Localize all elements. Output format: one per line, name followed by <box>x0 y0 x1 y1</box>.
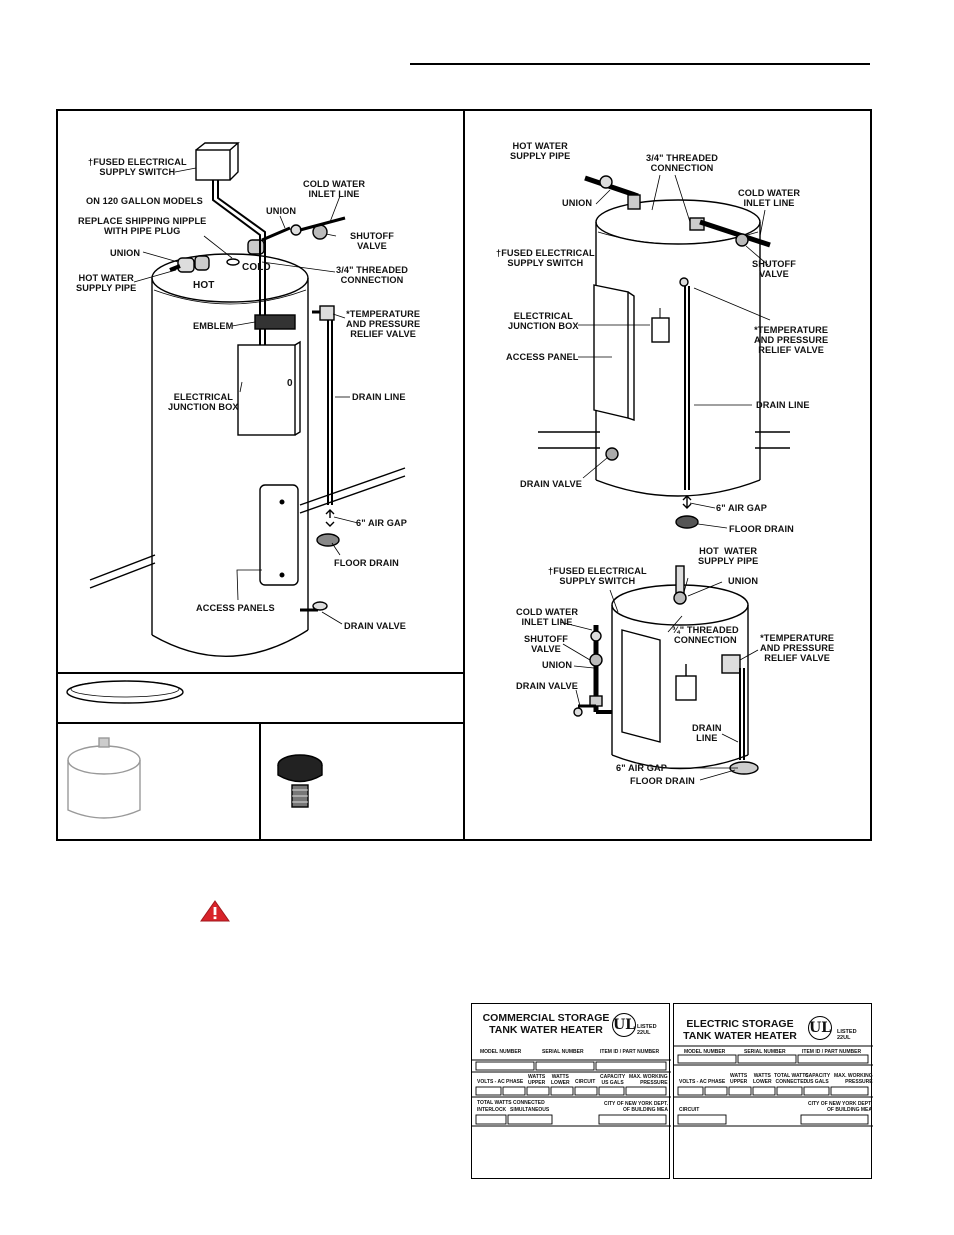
label-hot: HOT <box>193 280 215 291</box>
fig2-label-air-gap: 6" AIR GAP <box>716 503 767 513</box>
plate-circuit: CIRCUIT <box>575 1079 596 1085</box>
label-fused-switch: †FUSED ELECTRICAL SUPPLY SWITCH <box>88 157 187 177</box>
plate2-phase: PHASE <box>708 1079 726 1085</box>
label-zero: 0 <box>287 378 293 389</box>
fig3-label-shutoff: SHUTOFF VALVE <box>524 634 568 654</box>
fig2-label-threaded: 3/4" THREADED CONNECTION <box>646 153 719 173</box>
fig3-label-cold-inlet: COLD WATER INLET LINE <box>516 607 579 627</box>
plate2-capacity: CAPACITY US GALS <box>805 1073 831 1085</box>
plate2-listed: LISTED 22UL <box>837 1029 857 1041</box>
label-120-gallon: ON 120 GALLON MODELS <box>86 196 203 206</box>
fig2-label-fused-switch: †FUSED ELECTRICAL SUPPLY SWITCH <box>496 248 595 268</box>
label-air-gap: 6" AIR GAP <box>356 518 407 528</box>
fig3-label-tp-relief: *TEMPERATURE AND PRESSURE RELIEF VALVE <box>760 633 835 663</box>
label-replace-nipple: REPLACE SHIPPING NIPPLE WITH PIPE PLUG <box>78 216 207 236</box>
plate2-title: ELECTRIC STORAGE TANK WATER HEATER <box>683 1018 797 1042</box>
fig2-label-hot-pipe: HOT WATER SUPPLY PIPE <box>510 141 571 161</box>
drain-pan-drawing <box>66 680 184 704</box>
fig3-label-drain-line: DRAIN LINE <box>692 723 722 743</box>
plate-grid <box>472 1059 671 1127</box>
label-cold-inlet: COLD WATER INLET LINE <box>303 179 366 199</box>
fig1-tank-drawing <box>89 142 406 657</box>
plate-title: COMMERCIAL STORAGE TANK WATER HEATER <box>482 1012 610 1036</box>
plate2-grid <box>674 1045 873 1127</box>
plate-phase: PHASE <box>506 1079 524 1085</box>
fig3-label-threaded: ¾" THREADED CONNECTION <box>672 625 739 645</box>
figure-divider-h1 <box>56 672 465 674</box>
ul-logo-icon: UL <box>808 1016 832 1040</box>
label-access-panels: ACCESS PANELS <box>196 603 275 613</box>
plate2-total-watts: TOTAL WATTS CONNECTED <box>774 1073 809 1085</box>
plate2-serial: SERIAL NUMBER <box>744 1049 786 1055</box>
vacuum-relief-drawing <box>277 754 323 808</box>
plate-listed: LISTED 22UL <box>637 1024 657 1036</box>
fig3-label-union-top: UNION <box>728 576 759 586</box>
plate2-watts-upper: WATTS UPPER <box>730 1073 748 1085</box>
label-union-left: UNION <box>110 248 141 258</box>
fig3-label-fused-switch: †FUSED ELECTRICAL SUPPLY SWITCH <box>548 566 647 586</box>
warning-icon <box>200 900 230 922</box>
expansion-tank-drawing <box>67 737 141 819</box>
plate2-max-pressure: MAX. WORKING PRESSURE <box>834 1073 873 1085</box>
plate-model: MODEL NUMBER <box>480 1049 522 1055</box>
plate-simultaneous: SIMULTANEOUS <box>510 1107 550 1113</box>
plate-serial: SERIAL NUMBER <box>542 1049 584 1055</box>
fig2-label-drain-valve: DRAIN VALVE <box>520 479 583 489</box>
fig3-label-hot-pipe: HOT WATER SUPPLY PIPE <box>698 546 759 566</box>
fig2-label-tp-relief: *TEMPERATURE AND PRESSURE RELIEF VALVE <box>754 325 829 355</box>
fig3-tank-drawing <box>559 565 759 781</box>
fig2-label-junction: ELECTRICAL JUNCTION BOX <box>508 311 579 331</box>
label-drain-line: DRAIN LINE <box>352 392 406 402</box>
label-hot-water-pipe: HOT WATER SUPPLY PIPE <box>76 273 137 293</box>
label-junction-box: ELECTRICAL JUNCTION BOX <box>168 392 239 412</box>
fig3-label-drain-valve: DRAIN VALVE <box>516 681 579 691</box>
fig2-label-floor-drain: FLOOR DRAIN <box>729 524 794 534</box>
fig2-label-cold-inlet: COLD WATER INLET LINE <box>738 188 801 208</box>
plate-total-watts: TOTAL WATTS CONNECTED <box>477 1100 545 1106</box>
label-cold: COLD <box>242 262 271 273</box>
label-emblem: EMBLEM <box>193 321 234 331</box>
label-union-top: UNION <box>266 206 297 216</box>
plate2-item-id: ITEM ID / PART NUMBER <box>802 1049 862 1055</box>
label-tp-relief: *TEMPERATURE AND PRESSURE RELIEF VALVE <box>346 309 421 339</box>
rating-plate-electric: ELECTRIC STORAGE TANK WATER HEATER UL LI… <box>673 1003 873 1179</box>
plate2-nyc: CITY OF NEW YORK DEPT. OF BUILDING MEA <box>808 1101 872 1113</box>
fig3-label-air-gap: 6" AIR GAP <box>616 763 667 773</box>
plate-volts: VOLTS - AC <box>477 1079 505 1085</box>
label-threaded: 3/4" THREADED CONNECTION <box>336 265 409 285</box>
plate2-model: MODEL NUMBER <box>684 1049 726 1055</box>
ul-logo-icon: UL <box>612 1013 636 1037</box>
plate-nyc: CITY OF NEW YORK DEPT. OF BUILDING MEA <box>604 1101 668 1113</box>
header-rule <box>410 63 870 65</box>
fig3-label-union: UNION <box>542 660 573 670</box>
plate-max-pressure: MAX. WORKING PRESSURE <box>629 1074 668 1086</box>
plate-watts-upper: WATTS UPPER <box>528 1074 546 1086</box>
figure-divider-vertical <box>463 109 465 841</box>
fig2-label-shutoff: SHUTOFF VALVE <box>752 259 796 279</box>
plate2-circuit: CIRCUIT <box>679 1107 700 1113</box>
label-floor-drain: FLOOR DRAIN <box>334 558 399 568</box>
fig2-label-access-panel: ACCESS PANEL <box>506 352 579 362</box>
fig3-label-floor-drain: FLOOR DRAIN <box>630 776 695 786</box>
figure-divider-v2 <box>259 722 261 841</box>
fig2-tank-drawing <box>538 174 790 529</box>
plate-capacity: CAPACITY US GALS <box>600 1074 626 1086</box>
plate-watts-lower: WATTS LOWER <box>551 1074 570 1086</box>
rating-plate-commercial: COMMERCIAL STORAGE TANK WATER HEATER UL … <box>471 1003 671 1179</box>
fig2-label-union: UNION <box>562 198 593 208</box>
plate2-volts: VOLTS - AC <box>679 1079 707 1085</box>
plate-interlock: INTERLOCK <box>477 1107 507 1113</box>
plate-item-id: ITEM ID / PART NUMBER <box>600 1049 660 1055</box>
label-shutoff: SHUTOFF VALVE <box>350 231 394 251</box>
label-drain-valve: DRAIN VALVE <box>344 621 407 631</box>
fig2-label-drain-line: DRAIN LINE <box>756 400 810 410</box>
plate2-watts-lower: WATTS LOWER <box>753 1073 772 1085</box>
